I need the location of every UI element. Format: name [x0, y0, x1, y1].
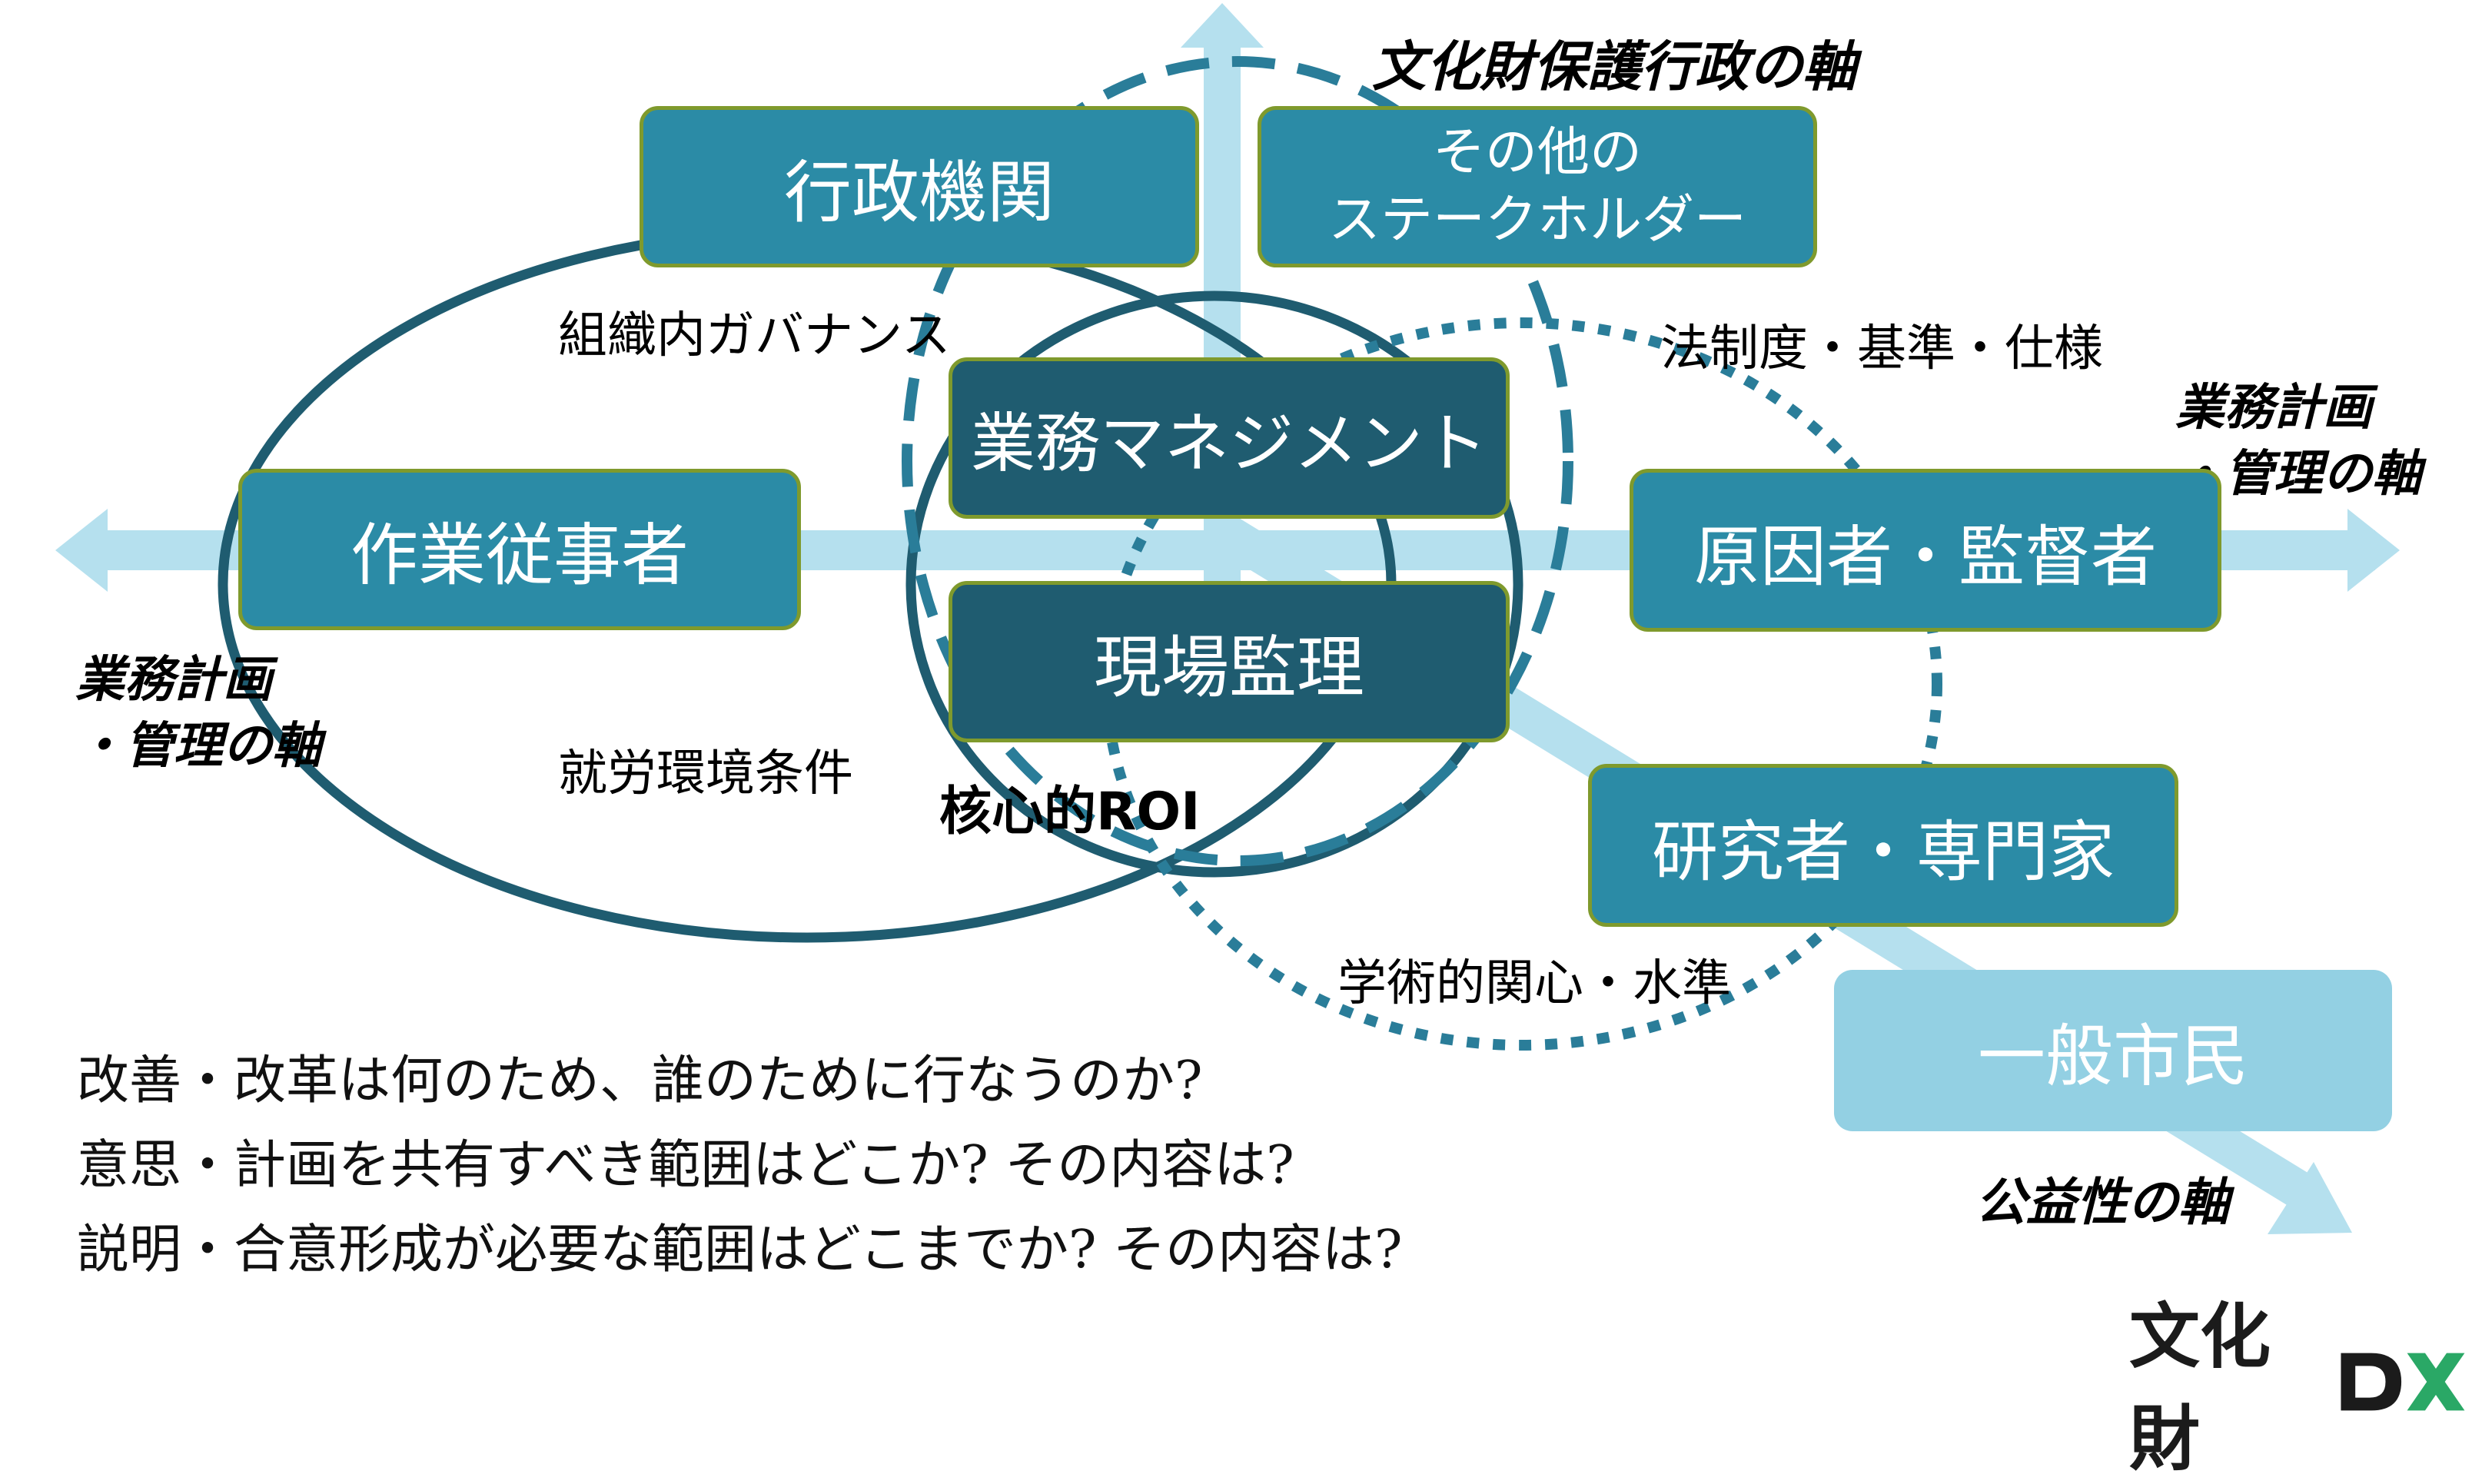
box-other-stakeholders: その他の ステークホルダー [1258, 106, 1817, 267]
box-business-management-label: 業務マネジメント [970, 405, 1487, 481]
bunkazai-dx-logo: 文化財 [2129, 1280, 2472, 1484]
box-cause-supervisor: 原因者・監督者 [1630, 469, 2221, 632]
box-site-supervision: 現場監理 [949, 581, 1510, 742]
label-organizational-governance: 組織内ガバナンス [558, 307, 951, 364]
box-cause-supervisor-label: 原因者・監督者 [1694, 518, 2157, 596]
question-line-2: 意思・計画を共有すべき範囲はどこか? その内容は? [77, 1135, 1294, 1196]
logo-text: 文化財 [2129, 1296, 2271, 1480]
dx-logo-icon [2341, 1353, 2465, 1411]
label-legal-standards: 法制度・基準・仕様 [1660, 320, 2103, 377]
box-workers-label: 作業従事者 [350, 515, 689, 595]
box-researchers-label: 研究者・専門家 [1652, 813, 2115, 891]
box-business-management: 業務マネジメント [949, 357, 1510, 519]
public-dotted-ellipse [1101, 317, 1942, 1051]
axis-label-plan-right: 業務計画 ・管理の軸 [2175, 375, 2421, 508]
box-administrative-agency: 行政機関 [640, 106, 1199, 267]
box-other-stakeholders-line1: その他の [1432, 121, 1642, 183]
box-researchers: 研究者・専門家 [1588, 764, 2178, 927]
axis-label-plan-right-line1: 業務計画 [2175, 380, 2372, 437]
axis-label-plan-left-line1: 業務計画 [75, 652, 272, 709]
axis-label-public-interest: 公益性の軸 [1975, 1173, 2229, 1232]
box-site-supervision-label: 現場監理 [1093, 627, 1364, 707]
box-workers: 作業従事者 [238, 469, 801, 630]
axis-label-plan-left-line2: ・管理の軸 [75, 718, 321, 775]
axis-label-administration: 文化財保護行政の軸 [1372, 35, 1856, 98]
label-academic-interest: 学術的関心・水準 [1337, 955, 1731, 1012]
box-general-public-label: 一般市民 [1977, 1016, 2248, 1096]
box-other-stakeholders-line2: ステークホルダー [1327, 190, 1746, 251]
box-administrative-agency-label: 行政機関 [783, 152, 1055, 232]
admin-dashed-ellipse [902, 56, 1573, 866]
axis-label-plan-left: 業務計画 ・管理の軸 [75, 647, 321, 780]
label-core-roi: 核心的ROI [939, 782, 1201, 842]
box-general-public: 一般市民 [1834, 970, 2392, 1131]
core-ellipse [905, 290, 1523, 878]
question-line-1: 改善・改革は何のため、誰のために行なうのか? [77, 1051, 1203, 1111]
question-line-3: 説明・合意形成が必要な範囲はどこまでか? その内容は? [77, 1220, 1403, 1280]
label-working-conditions: 就労環境条件 [558, 745, 853, 802]
